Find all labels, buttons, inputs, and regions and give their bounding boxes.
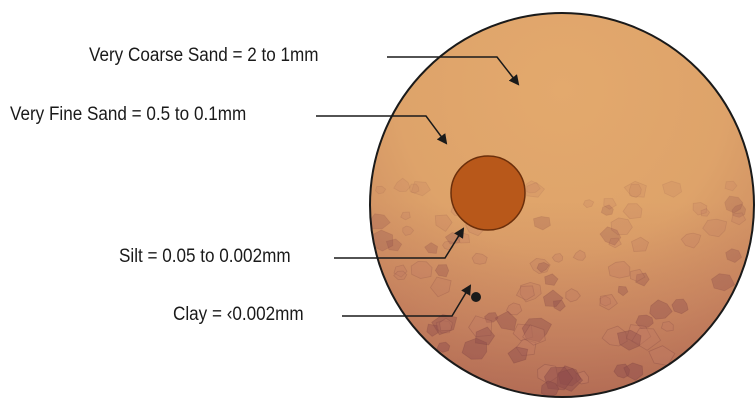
clay-particle	[471, 292, 481, 302]
very-fine-sand-label: Very Fine Sand = 0.5 to 0.1mm	[10, 104, 246, 126]
fine-sand-particle	[451, 156, 525, 230]
very-coarse-sand-label: Very Coarse Sand = 2 to 1mm	[89, 45, 319, 67]
clay-label: Clay = ‹0.002mm	[173, 304, 304, 326]
soil-grain	[410, 184, 419, 193]
silt-label: Silt = 0.05 to 0.002mm	[119, 246, 291, 268]
soil-grain	[411, 261, 432, 278]
